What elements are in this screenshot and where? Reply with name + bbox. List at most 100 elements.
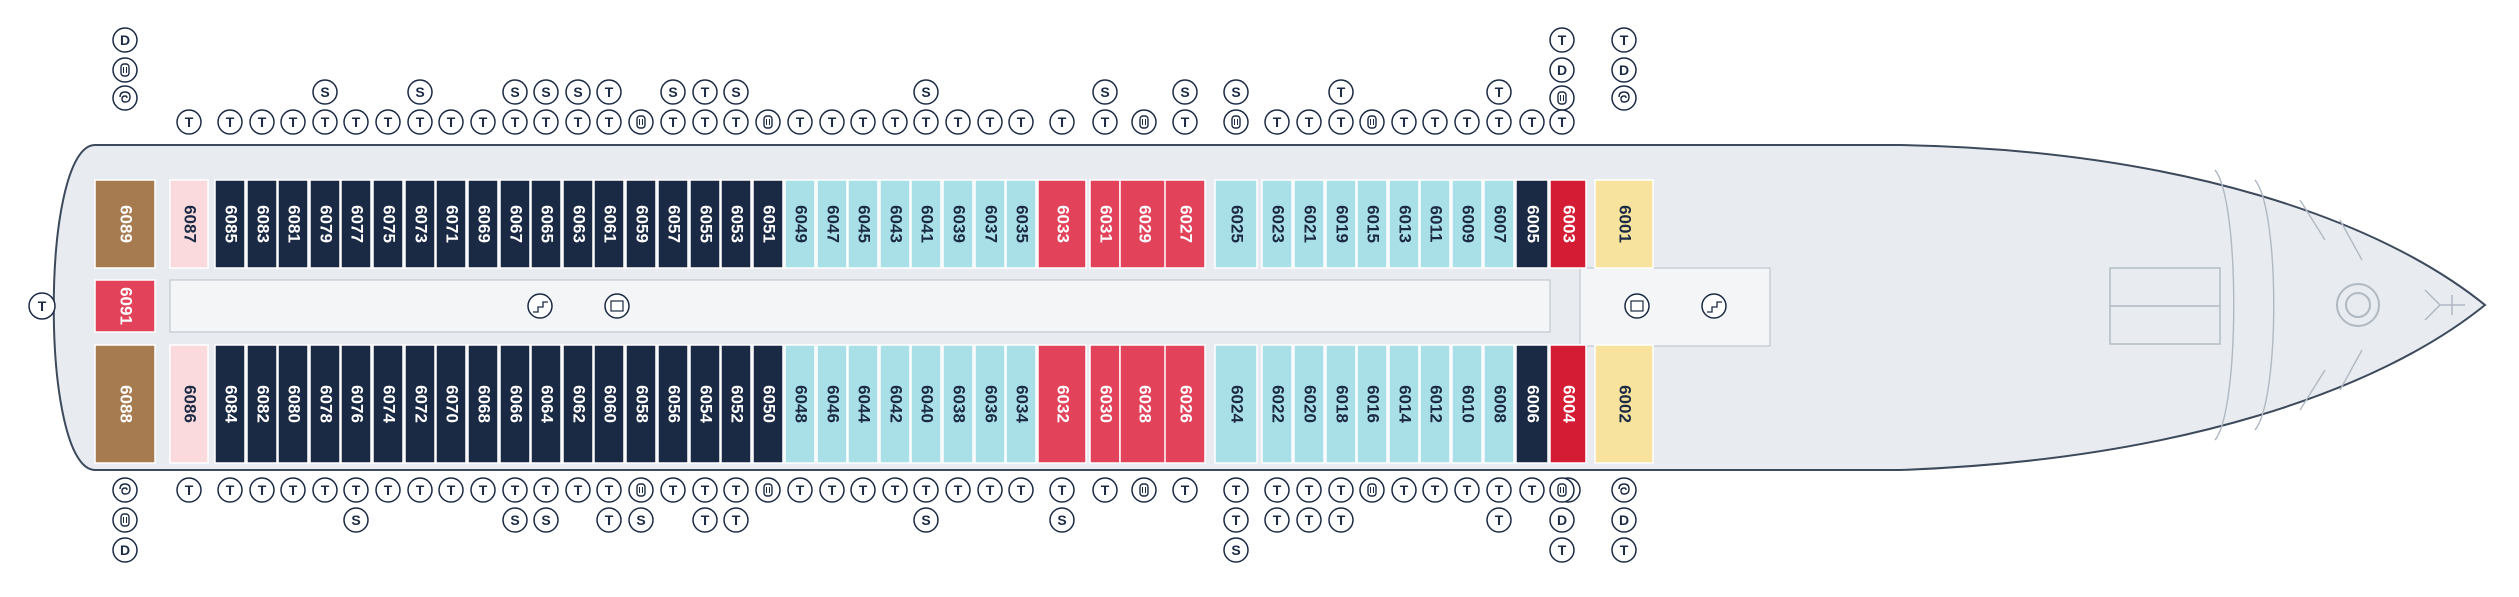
upper-cabin-6073[interactable] — [404, 179, 436, 269]
lower-cabin-6048[interactable] — [784, 344, 816, 464]
upper-cabin-6037[interactable] — [974, 179, 1006, 269]
upper-cabin-6085[interactable] — [214, 179, 246, 269]
cabin-number-6022: 6022 — [1269, 385, 1288, 423]
lower-cabin-6030[interactable] — [1089, 344, 1121, 464]
lower-cabin-6016[interactable] — [1356, 344, 1388, 464]
lower-cabin-6084[interactable] — [214, 344, 246, 464]
lower-cabin-6066[interactable] — [499, 344, 531, 464]
upper-cabin-6067[interactable] — [499, 179, 531, 269]
lower-cabin-6022[interactable] — [1261, 344, 1293, 464]
lower-cabin-6060[interactable] — [593, 344, 625, 464]
bathtub-icon — [1131, 477, 1157, 503]
lower-cabin-6028[interactable] — [1119, 344, 1169, 464]
tv-symbol: T — [1454, 109, 1480, 135]
lower-cabin-6014[interactable] — [1388, 344, 1420, 464]
cabin-number-6033: 6033 — [1054, 205, 1073, 243]
upper-cabin-6061[interactable] — [593, 179, 625, 269]
upper-cabin-6051[interactable] — [752, 179, 784, 269]
svg-text:T: T — [1400, 482, 1409, 498]
lower-cabin-6080[interactable] — [277, 344, 309, 464]
lower-cabin-6040[interactable] — [910, 344, 942, 464]
upper-cabin-6081[interactable] — [277, 179, 309, 269]
upper-cabin-6057[interactable] — [657, 179, 689, 269]
lower-cabin-6058[interactable] — [625, 344, 657, 464]
upper-cabin-6047[interactable] — [816, 179, 848, 269]
svg-text:S: S — [1057, 512, 1066, 528]
upper-cabin-6071[interactable] — [435, 179, 467, 269]
upper-cabin-6059[interactable] — [625, 179, 657, 269]
upper-cabin-6065[interactable] — [530, 179, 562, 269]
lower-cabin-6042[interactable] — [879, 344, 911, 464]
svg-text:T: T — [185, 114, 194, 130]
upper-cabin-6039[interactable] — [942, 179, 974, 269]
upper-cabin-6075[interactable] — [372, 179, 404, 269]
upper-cabin-6055[interactable] — [689, 179, 721, 269]
upper-cabin-6021[interactable] — [1293, 179, 1325, 269]
tv-symbol: T — [977, 109, 1003, 135]
upper-cabin-6089[interactable] — [94, 179, 156, 269]
lower-cabin-6070[interactable] — [435, 344, 467, 464]
lower-cabin-6050[interactable] — [752, 344, 784, 464]
upper-cabin-6069[interactable] — [467, 179, 499, 269]
upper-cabin-6041[interactable] — [910, 179, 942, 269]
upper-cabin-6043[interactable] — [879, 179, 911, 269]
lower-cabin-6020[interactable] — [1293, 344, 1325, 464]
upper-cabin-6049[interactable] — [784, 179, 816, 269]
upper-cabin-6007[interactable] — [1483, 179, 1515, 269]
upper-cabin-6019[interactable] — [1325, 179, 1357, 269]
lower-cabin-6078[interactable] — [309, 344, 341, 464]
lower-cabin-6024[interactable] — [1214, 344, 1258, 464]
upper-cabin-6031[interactable] — [1089, 179, 1121, 269]
upper-cabin-6035[interactable] — [1005, 179, 1037, 269]
lower-cabin-6012[interactable] — [1419, 344, 1451, 464]
lower-cabin-6004[interactable] — [1549, 344, 1587, 464]
tv-symbol: T — [1519, 477, 1545, 503]
lower-cabin-6088[interactable] — [94, 344, 156, 464]
upper-cabin-6001[interactable] — [1594, 179, 1654, 269]
upper-cabin-6053[interactable] — [720, 179, 752, 269]
lower-cabin-6026[interactable] — [1164, 344, 1206, 464]
svg-text:T: T — [605, 512, 614, 528]
lower-cabin-6006[interactable] — [1515, 344, 1549, 464]
lower-cabin-6034[interactable] — [1005, 344, 1037, 464]
upper-cabin-6045[interactable] — [847, 179, 879, 269]
lower-cabin-6008[interactable] — [1483, 344, 1515, 464]
upper-cabin-6013[interactable] — [1388, 179, 1420, 269]
lower-cabin-6072[interactable] — [404, 344, 436, 464]
upper-cabin-6005[interactable] — [1515, 179, 1549, 269]
upper-cabin-6027[interactable] — [1164, 179, 1206, 269]
lower-cabin-6010[interactable] — [1451, 344, 1483, 464]
lower-cabin-6062[interactable] — [562, 344, 594, 464]
lower-cabin-6076[interactable] — [340, 344, 372, 464]
lower-cabin-6036[interactable] — [974, 344, 1006, 464]
upper-cabin-6033[interactable] — [1037, 179, 1087, 269]
lower-cabin-6064[interactable] — [530, 344, 562, 464]
lower-cabin-6038[interactable] — [942, 344, 974, 464]
upper-cabin-6083[interactable] — [246, 179, 278, 269]
lower-cabin-6082[interactable] — [246, 344, 278, 464]
lower-cabin-6054[interactable] — [689, 344, 721, 464]
lower-cabin-6056[interactable] — [657, 344, 689, 464]
upper-cabin-6025[interactable] — [1214, 179, 1258, 269]
upper-cabin-6011[interactable] — [1419, 179, 1451, 269]
lower-cabin-6068[interactable] — [467, 344, 499, 464]
lower-cabin-6018[interactable] — [1325, 344, 1357, 464]
upper-cabin-6015[interactable] — [1356, 179, 1388, 269]
upper-cabin-6023[interactable] — [1261, 179, 1293, 269]
lower-cabin-6074[interactable] — [372, 344, 404, 464]
lower-cabin-6032[interactable] — [1037, 344, 1087, 464]
lower-cabin-6086[interactable] — [169, 344, 209, 464]
lower-cabin-6002[interactable] — [1594, 344, 1654, 464]
tv-symbol: T — [312, 109, 338, 135]
upper-cabin-6079[interactable] — [309, 179, 341, 269]
upper-cabin-6029[interactable] — [1119, 179, 1169, 269]
upper-cabin-6063[interactable] — [562, 179, 594, 269]
upper-cabin-6077[interactable] — [340, 179, 372, 269]
stern-cabin-6091[interactable] — [94, 279, 156, 333]
upper-cabin-6003[interactable] — [1549, 179, 1587, 269]
lower-cabin-6046[interactable] — [816, 344, 848, 464]
upper-cabin-6009[interactable] — [1451, 179, 1483, 269]
lower-cabin-6052[interactable] — [720, 344, 752, 464]
upper-cabin-6087[interactable] — [169, 179, 209, 269]
lower-cabin-6044[interactable] — [847, 344, 879, 464]
